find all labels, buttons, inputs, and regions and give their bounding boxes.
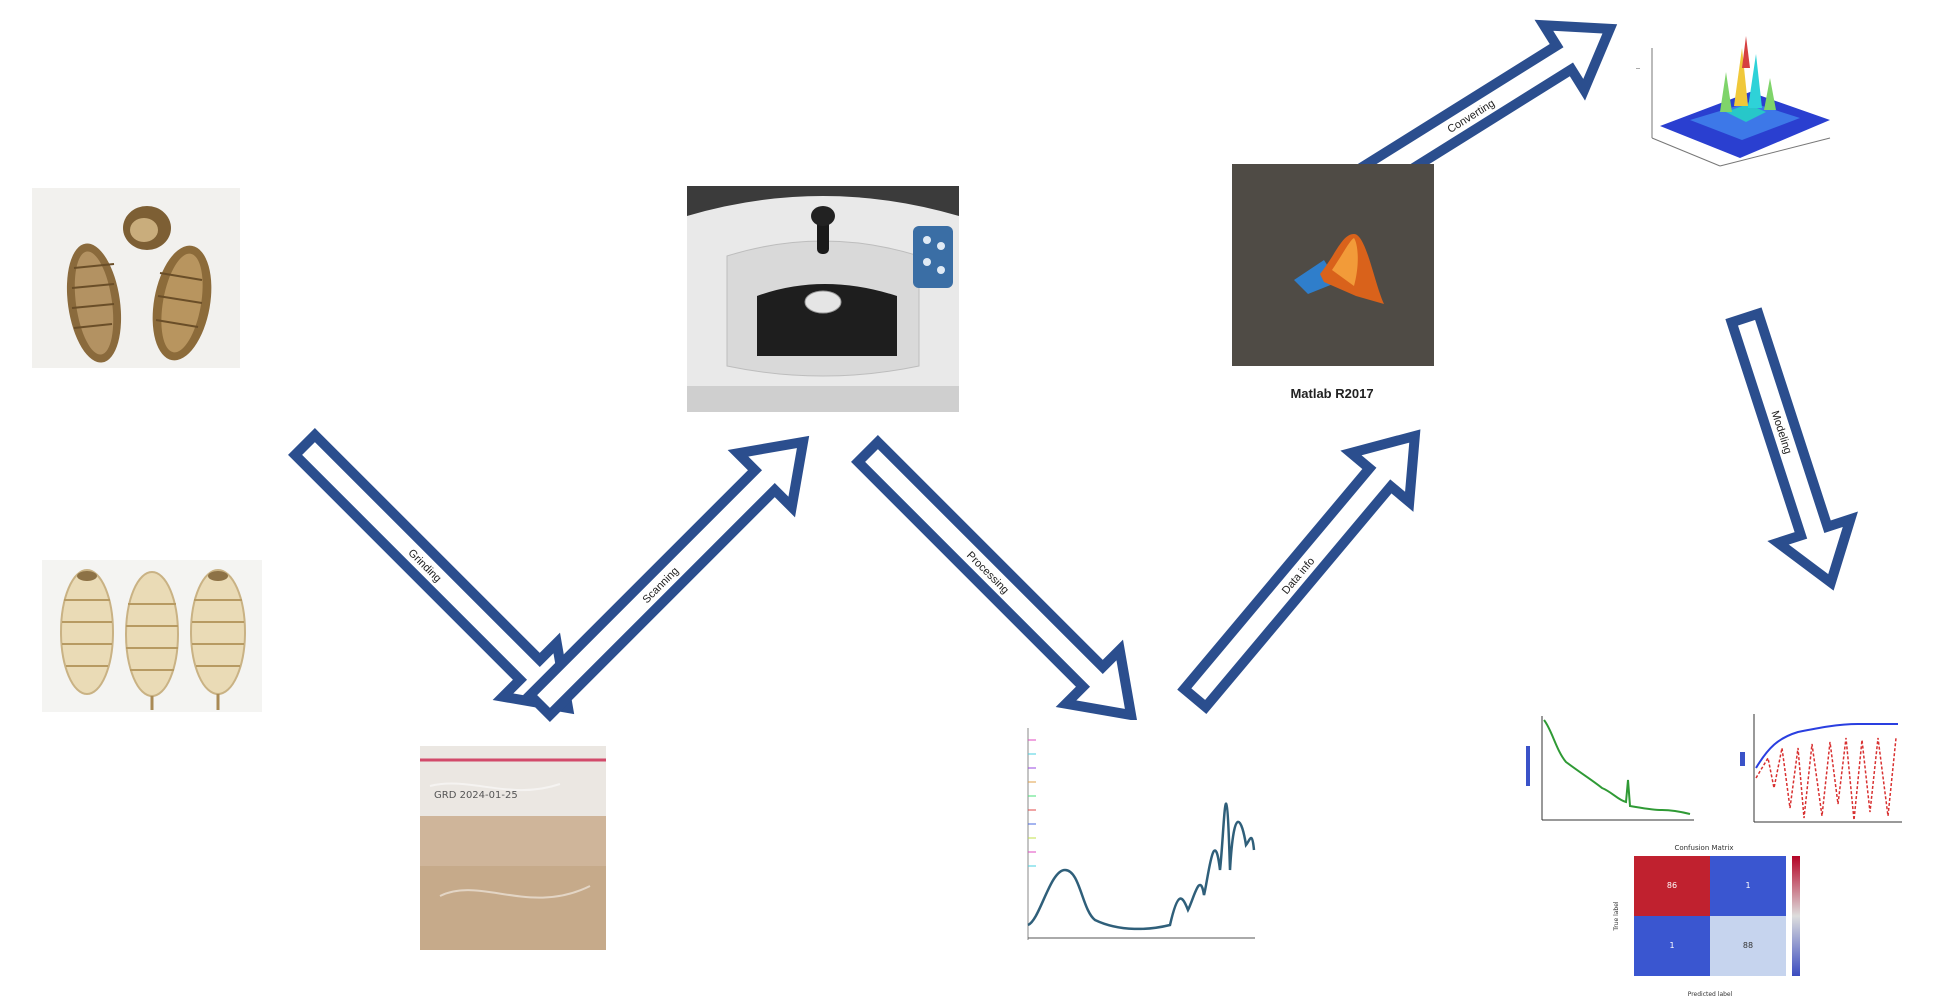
confusion-matrix: Confusion Matrix 86 1 1 88 Predicted lab…: [1608, 840, 1808, 1000]
spectrum-overlay-lines: [1027, 728, 1036, 940]
arrow-modeling-label: Modeling: [1769, 409, 1794, 455]
cm-cell-3: 88: [1743, 941, 1753, 950]
raw-tuber-photo: [32, 188, 240, 368]
arrow-data-info-label: Data info: [1280, 555, 1317, 596]
arrow-converting-label: Converting: [1446, 97, 1497, 135]
arrow-processing-label: Processing: [964, 549, 1011, 596]
cm-cell-0: 86: [1667, 881, 1677, 890]
loss-curve-plot: [1522, 710, 1700, 830]
confusion-matrix-xlabel: Predicted label: [1688, 991, 1733, 998]
arrow-scanning: Scanning: [523, 435, 810, 722]
confusion-matrix-ylabel: True label: [1613, 901, 1620, 931]
arrow-processing: Processing: [851, 435, 1138, 722]
arrow-grinding: Grinding: [288, 428, 575, 715]
arrow-scanning-label: Scanning: [640, 565, 681, 606]
3d-surface-plot: [1630, 8, 1846, 184]
confusion-matrix-title: Confusion Matrix: [1674, 844, 1733, 852]
cm-cell-1: 1: [1745, 881, 1750, 890]
spectrum-plot: [1010, 720, 1260, 950]
svg-text:GRD 2024-01-25: GRD 2024-01-25: [434, 790, 518, 801]
ftir-spectrometer-photo: [687, 186, 959, 412]
arrow-data-info: Data info: [1177, 429, 1421, 715]
arrow-grinding-label: Grinding: [406, 547, 444, 585]
matlab-caption: Matlab R2017: [1290, 386, 1374, 401]
accuracy-curve-plot: [1738, 708, 1906, 834]
peeled-tuber-photo: [42, 560, 262, 712]
cm-cell-2: 1: [1669, 941, 1674, 950]
arrow-modeling: Modeling: [1725, 307, 1858, 591]
matlab-logo: [1232, 164, 1434, 366]
powder-bag-photo: GRD 2024-01-25: [420, 746, 606, 950]
